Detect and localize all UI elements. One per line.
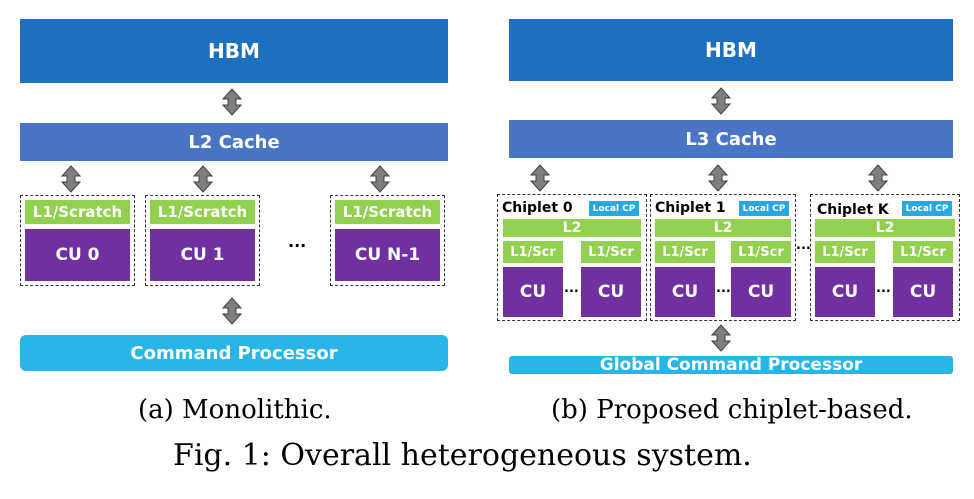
command-processor-block: Command Processor <box>20 335 448 371</box>
l3-chipletk-arrow <box>868 164 888 192</box>
l2-cu1-arrow <box>193 165 213 193</box>
global-command-processor-block: Global Command Processor <box>509 355 953 375</box>
cun-group <box>330 195 445 286</box>
local-cp-0: Local CP <box>589 201 639 216</box>
figure-caption: Fig. 1: Overall heterogeneous system. <box>173 438 752 473</box>
chiplet-k-cu-a: CU <box>815 267 875 317</box>
chiplet-k-l1-b: L1/Scr <box>893 241 953 263</box>
chiplets-gcp-arrow <box>711 324 731 352</box>
chiplet-0-group <box>497 194 647 321</box>
chiplet-k-l1-a: L1/Scr <box>815 241 875 263</box>
cu-ellipsis: ... <box>288 232 307 251</box>
chiplet-k-cu-b: CU <box>893 267 953 317</box>
chiplet-1-label: Chiplet 1 <box>655 200 726 216</box>
hbm-l2-arrow <box>222 88 242 116</box>
chiplet-k-group <box>810 194 960 321</box>
chiplet-ellipsis: ... <box>796 238 811 253</box>
chiplet-0-l2: L2 <box>503 219 641 237</box>
caption-a: (a) Monolithic. <box>138 395 332 425</box>
chiplet-1-l1-b: L1/Scr <box>731 241 791 263</box>
chiplet-0-l1-b: L1/Scr <box>581 241 641 263</box>
cu-0: CU 0 <box>25 229 130 281</box>
cus-cp-arrow <box>222 297 242 325</box>
chiplet-1-l2: L2 <box>655 219 791 237</box>
chiplet-1-l1-a: L1/Scr <box>655 241 715 263</box>
local-cp-1: Local CP <box>739 201 789 216</box>
l1-scratch-1: L1/Scratch <box>150 200 255 224</box>
chiplet-1-cu-a: CU <box>655 267 715 317</box>
caption-b: (b) Proposed chiplet-based. <box>551 395 913 425</box>
l3-cache-block: L3 Cache <box>509 120 953 158</box>
chiplet-0-cu-b: CU <box>581 267 641 317</box>
l2-cu0-arrow <box>61 165 81 193</box>
hbm-l3-arrow <box>711 87 731 115</box>
cu0-group <box>20 195 135 286</box>
cu-n-1: CU N-1 <box>335 229 440 281</box>
cu1-group <box>145 195 260 286</box>
chiplet-k-ellipsis: ... <box>876 281 891 296</box>
hbm-block: HBM <box>20 19 448 83</box>
l2-cun-arrow <box>370 165 390 193</box>
chiplet-0-cu-a: CU <box>503 267 563 317</box>
chiplet-1-group <box>650 194 796 321</box>
l3-chiplet0-arrow <box>530 164 550 192</box>
local-cp-k: Local CP <box>902 201 952 216</box>
chiplet-1-cu-b: CU <box>731 267 791 317</box>
l1-scratch-n: L1/Scratch <box>335 200 440 224</box>
hbm-block-chiplet: HBM <box>509 19 953 81</box>
chiplet-1-ellipsis: ... <box>716 281 731 296</box>
chiplet-k-l2: L2 <box>815 219 955 237</box>
chiplet-k-label: Chiplet K <box>817 202 889 218</box>
chiplet-0-l1-a: L1/Scr <box>503 241 563 263</box>
l3-chiplet1-arrow <box>708 164 728 192</box>
chiplet-0-ellipsis: ... <box>564 281 579 296</box>
cu-1: CU 1 <box>150 229 255 281</box>
l1-scratch-0: L1/Scratch <box>25 200 130 224</box>
chiplet-0-label: Chiplet 0 <box>502 200 573 216</box>
l2-cache-block: L2 Cache <box>20 123 448 161</box>
